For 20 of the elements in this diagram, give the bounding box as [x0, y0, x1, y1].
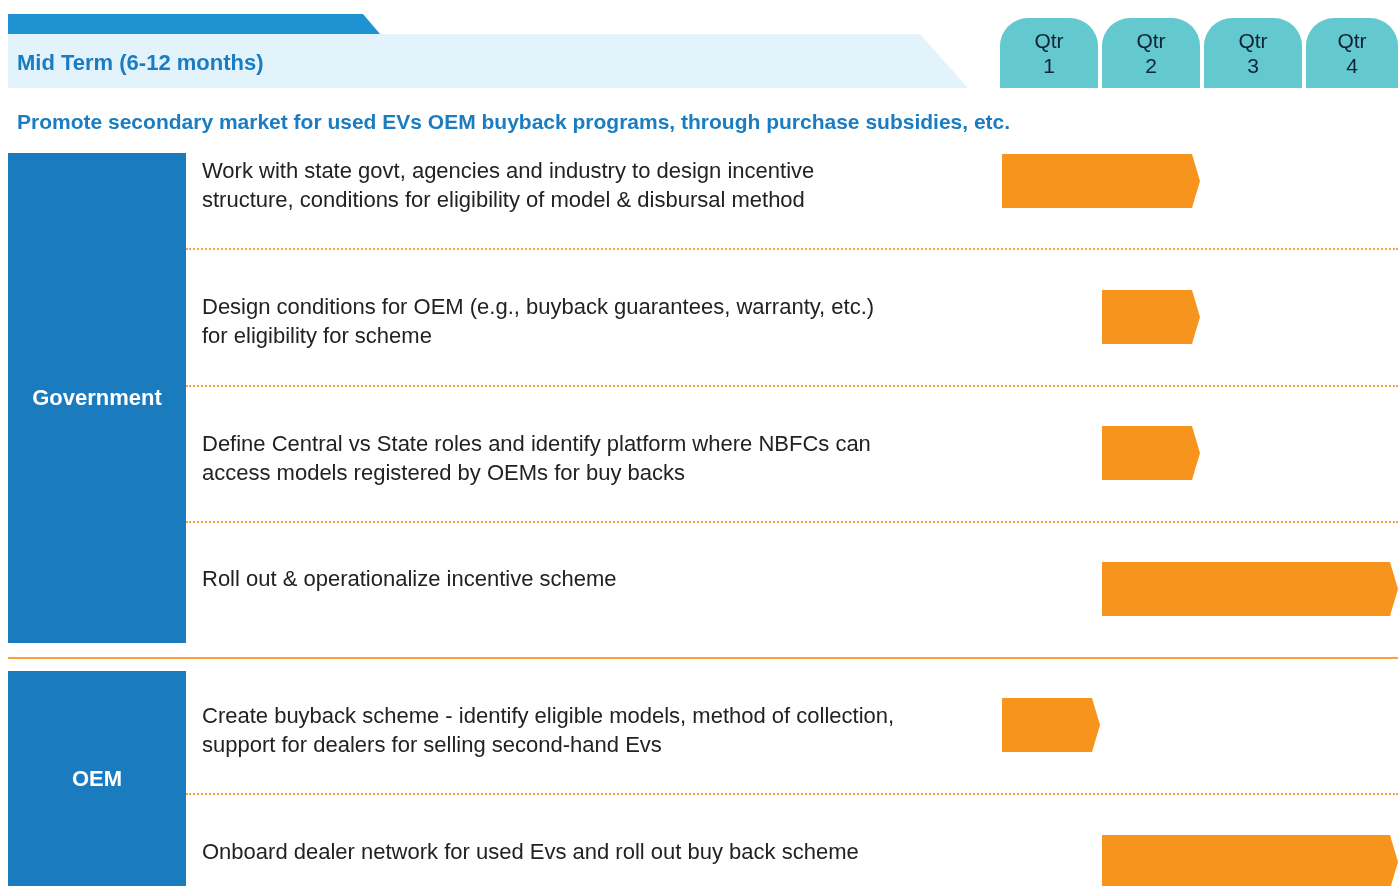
timeline-bar — [1102, 290, 1200, 344]
timeline-bar — [1002, 154, 1200, 208]
timeline-bar — [1002, 698, 1100, 752]
role-panel: Government — [8, 153, 186, 643]
task-text: Onboard dealer network for used Evs and roll out buy back scheme — [202, 838, 860, 866]
quarter-tab: Qtr 1 — [1000, 18, 1098, 88]
timeline-bar — [1102, 835, 1398, 886]
role-panel: OEM — [8, 671, 186, 886]
title: Mid Term (6-12 months) — [17, 50, 264, 76]
section-heading: Promote secondary market for used EVs OEM buyback programs, through purchase subsidies, etc. — [17, 110, 1011, 134]
task-text: Design conditions for OEM (e.g., buyback guarantees, warranty, etc.) for eligibility for scheme — [202, 293, 876, 350]
task-text: Work with state govt, agencies and industry to design incentive structure, conditions for eligibility of model & disbursal method — [202, 157, 816, 214]
task-text: Roll out & operationalize incentive scheme — [202, 565, 618, 593]
timeline-bar — [1102, 426, 1200, 480]
quarter-tab: Qtr 2 — [1102, 18, 1200, 88]
timeline-bar — [1102, 562, 1398, 616]
task-text: Define Central vs State roles and identify platform where NBFCs can access models registered by OEMs for buy backs — [202, 430, 872, 487]
task-text: Create buyback scheme - identify eligible models, method of collection, support for dealers for selling second-hand Evs — [202, 702, 896, 759]
quarter-tab: Qtr 3 — [1204, 18, 1302, 88]
quarter-tab: Qtr 4 — [1306, 18, 1398, 88]
